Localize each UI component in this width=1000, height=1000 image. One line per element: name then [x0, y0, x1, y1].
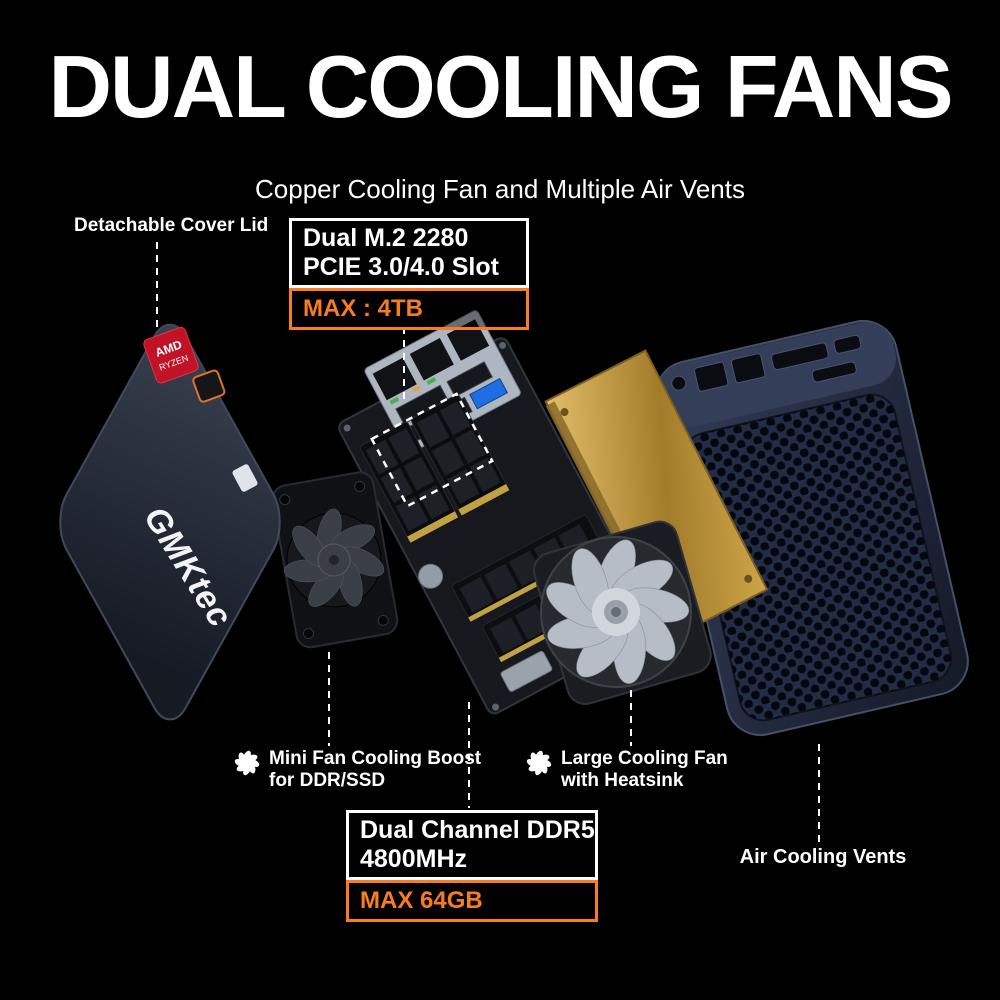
m2-ssd-cluster — [359, 394, 510, 543]
amd-ryzen-sticker: AMD RYZEN — [143, 326, 226, 403]
large-cooling-fan — [533, 520, 712, 705]
callout-ddr5-line2: 4800MHz — [360, 844, 467, 873]
port-cutouts — [671, 334, 862, 392]
cover-lid: GMKtec AMD RYZEN — [51, 308, 289, 736]
callout-m2-line1: Dual M.2 2280 — [303, 224, 469, 252]
leader-line-m2 — [403, 327, 405, 399]
subtitle: Copper Cooling Fan and Multiple Air Vent… — [255, 174, 745, 204]
leader-line-large-fan — [630, 690, 632, 746]
callout-m2-max: MAX : 4TB — [289, 287, 529, 330]
standoff-post — [418, 563, 444, 589]
callout-ddr5-line1: Dual Channel DDR5 — [360, 816, 595, 844]
leader-line-ddr5 — [468, 702, 470, 808]
label-large-fan-line1: Large Cooling Fan — [561, 748, 728, 769]
callout-m2: Dual M.2 2280 PCIE 3.0/4.0 Slot MAX : 4T… — [289, 218, 529, 330]
leader-line-mini-fan — [328, 652, 330, 746]
label-large-fan-line2: with Heatsink — [561, 769, 684, 791]
leader-line-air-vents — [818, 744, 820, 842]
leader-line-cover-lid — [156, 242, 158, 332]
honeycomb-vents — [683, 393, 953, 722]
label-mini-fan-line1: Mini Fan Cooling Boost — [269, 748, 482, 769]
mini-fan — [271, 471, 399, 649]
ethernet-ports — [364, 310, 521, 454]
label-mini-fan: Mini Fan Cooling Boost for DDR/SSD — [232, 748, 481, 792]
callout-ddr5: Dual Channel DDR5 4800MHz MAX 64GB — [346, 810, 598, 922]
label-detachable-cover-lid: Detachable Cover Lid — [74, 215, 269, 236]
label-large-fan: Large Cooling Fan with Heatsink — [524, 748, 728, 792]
label-air-cooling-vents: Air Cooling Vents — [739, 846, 907, 868]
chassis — [654, 320, 969, 736]
fan-icon — [232, 748, 262, 778]
label-mini-fan-line2: for DDR/SSD — [269, 769, 386, 791]
page-title: DUAL COOLING FANS — [48, 37, 953, 136]
callout-ddr5-max: MAX 64GB — [346, 879, 598, 922]
callout-m2-line2: PCIE 3.0/4.0 Slot — [303, 252, 499, 281]
m2-highlight-box — [370, 392, 494, 508]
fan-icon — [524, 748, 554, 778]
